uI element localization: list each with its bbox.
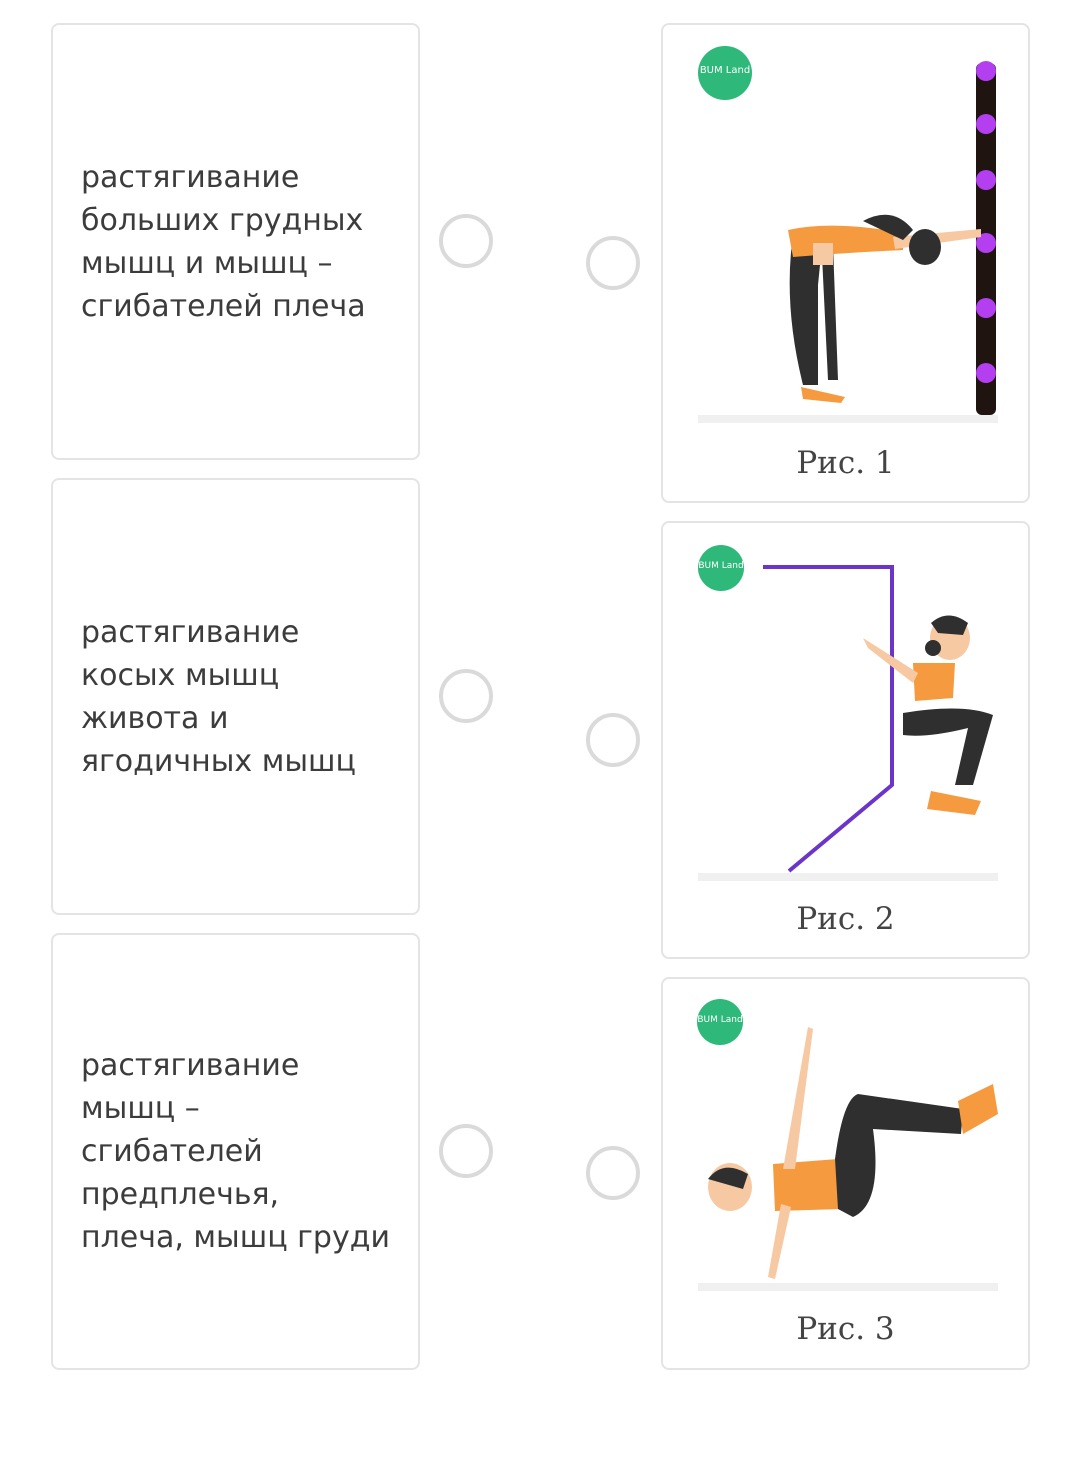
logo-icon bbox=[698, 545, 744, 591]
left-radio-3[interactable] bbox=[439, 1124, 493, 1178]
matching-item-3[interactable]: растягивание мышц – сгибателей предплечь… bbox=[51, 933, 420, 1370]
exercise-illustration-3: BUM Land bbox=[697, 999, 998, 1291]
item-text: растягивание больших грудных мышц и мышц… bbox=[81, 159, 366, 324]
left-radio-2[interactable] bbox=[439, 669, 493, 723]
right-radio-1[interactable] bbox=[586, 236, 640, 290]
image-card-2[interactable]: BUM Land Рис. 2 bbox=[661, 521, 1030, 959]
logo-icon bbox=[698, 46, 752, 100]
right-radio-2[interactable] bbox=[586, 713, 640, 767]
image-caption-2: Рис. 2 bbox=[796, 901, 895, 937]
left-radio-1[interactable] bbox=[439, 214, 493, 268]
matching-item-2[interactable]: растягивание косых мышц живота и ягодичн… bbox=[51, 478, 420, 915]
image-card-3[interactable]: BUM Land Рис. 3 bbox=[661, 977, 1030, 1370]
image-caption-3: Рис. 3 bbox=[796, 1311, 895, 1347]
logo-text: BUM Land bbox=[700, 65, 750, 76]
image-caption-1: Рис. 1 bbox=[796, 445, 895, 481]
logo-text: BUM Land bbox=[697, 1015, 742, 1025]
logo-icon bbox=[697, 999, 743, 1045]
exercise-illustration-1: BUM Land bbox=[698, 46, 998, 423]
logo-text: BUM Land bbox=[698, 561, 743, 571]
image-card-1[interactable]: BUM Land Рис. 1 bbox=[661, 23, 1030, 503]
matching-item-1[interactable]: растягивание больших грудных мышц и мышц… bbox=[51, 23, 420, 460]
exercise-illustration-2: BUM Land bbox=[698, 545, 998, 881]
right-radio-3[interactable] bbox=[586, 1146, 640, 1200]
item-text: растягивание мышц – сгибателей предплечь… bbox=[81, 1048, 390, 1255]
item-text: растягивание косых мышц живота и ягодичн… bbox=[81, 614, 356, 779]
